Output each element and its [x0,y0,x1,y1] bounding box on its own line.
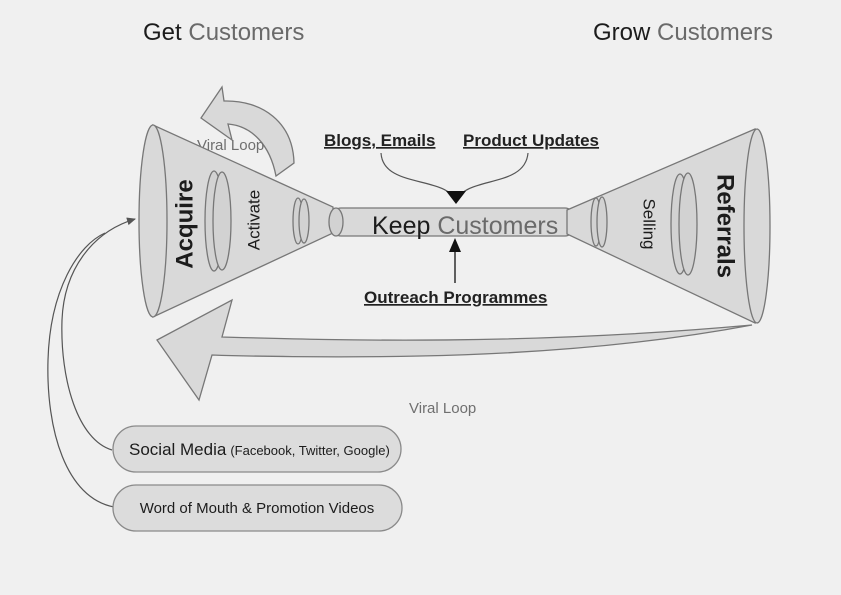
selling-label: Selling [640,198,659,249]
social-media-text: Social Media(Facebook, Twitter, Google) [129,440,390,459]
left-funnel-ring-2 [212,171,232,271]
viral-loop-bottom-label: Viral Loop [409,400,476,417]
left-funnel-ring-4 [298,198,310,244]
outreach-arrowhead [449,238,461,252]
social-media-pill [112,425,402,473]
acquire-label: Acquire [171,179,198,268]
right-funnel-mouth [743,128,771,324]
activate-label: Activate [244,190,263,250]
viral-loop-bottom-arrow [156,298,753,402]
right-funnel-ring-4 [678,172,698,276]
grow-customers-heading: Grow Customers [593,19,773,46]
viral-loop-top-arrow [200,85,295,178]
outreach-label: Outreach Programmes [364,288,547,307]
referrals-label: Referrals [712,174,739,278]
keep-customers-label: Keep Customers [372,212,558,240]
left-funnel-mouth [138,124,168,318]
product-updates-label: Product Updates [463,131,599,150]
merge-arrowhead [446,191,466,204]
get-customers-heading: Get Customers [143,19,304,46]
product-updates-arrow [456,152,529,201]
word-of-mouth-connector [47,232,115,508]
viral-loop-top-label: Viral Loop [197,137,264,154]
right-funnel-body [566,128,756,325]
blogs-emails-label: Blogs, Emails [324,131,435,150]
right-funnel-ring-2 [596,196,608,248]
word-of-mouth-pill [112,484,403,532]
word-of-mouth-text: Word of Mouth & Promotion Videos [140,500,375,517]
social-media-connector [61,217,136,451]
tube-left-end [328,207,344,237]
blogs-arrow [380,152,456,201]
